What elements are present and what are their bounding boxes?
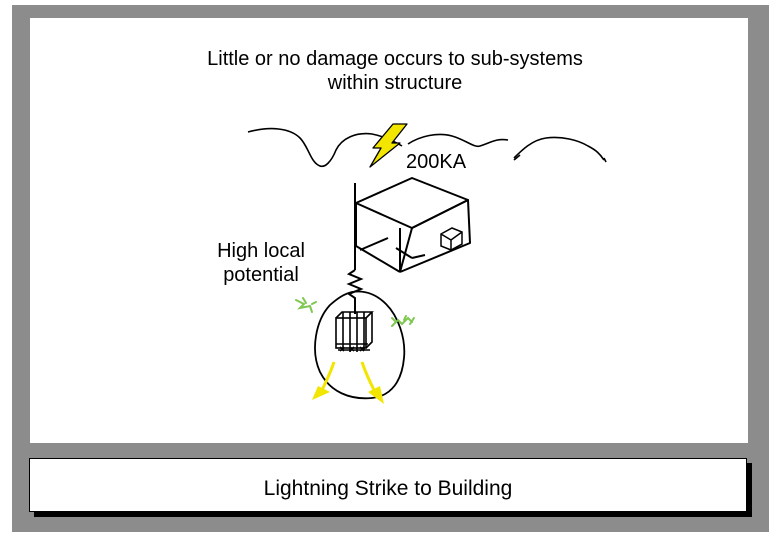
resistor-icon [346,269,364,314]
ground-rod-cage [335,311,374,352]
diagram-title: Little or no damage occurs to sub-system… [207,48,583,94]
earth-region [314,290,406,400]
arrow-icon-right [360,361,384,404]
arrow-icon-left [312,361,336,400]
caption-text: Lightning Strike to Building [263,477,513,500]
lightning-bolt-icon [369,123,408,168]
potential-label: High local potential [217,240,305,286]
diagram-panel [30,18,748,443]
equipment-icon [440,227,463,251]
spark-icon-left [295,297,317,313]
building-box [355,177,471,273]
current-label: 200KA [406,151,467,173]
spark-icon-right [391,315,415,327]
caption-box: Lightning Strike to Building [29,458,747,512]
cloud-outline [247,127,607,168]
